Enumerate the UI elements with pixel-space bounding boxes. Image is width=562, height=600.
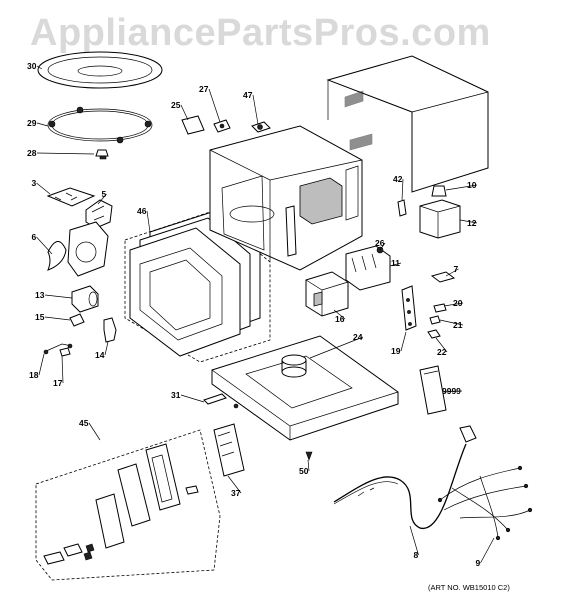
callout-leader-20: [443, 302, 464, 307]
control-panel-kit-drawing: [35, 429, 221, 581]
callout-leader-21: [439, 319, 464, 326]
callout-label-17: 17: [53, 378, 63, 388]
transformer-drawing: [305, 271, 349, 317]
callout-label-8: 8: [414, 550, 419, 560]
callout-label-21: 21: [453, 320, 463, 330]
callout-leader-5: [97, 193, 107, 205]
callout-leader-9999: [443, 390, 463, 393]
callout-label-15: 15: [35, 312, 45, 322]
callout-label-25: 25: [171, 100, 181, 110]
callout-leader-22: [435, 337, 448, 353]
callout-leader-47: [252, 94, 259, 125]
callout-label-19: 19: [391, 346, 401, 356]
base-plate-drawing: [203, 335, 399, 441]
top-small-parts-drawing: [181, 115, 271, 135]
callout-leader-16: [333, 309, 346, 320]
callout-leader-45: [88, 422, 101, 441]
callout-label-26: 26: [375, 238, 385, 248]
callout-label-7: 7: [454, 264, 459, 274]
callout-leader-37: [227, 475, 242, 494]
callout-leader-50: [307, 459, 310, 472]
callout-label-13: 13: [35, 290, 45, 300]
callout-leader-27: [208, 88, 221, 123]
wire-harness-drawing: [437, 465, 533, 541]
callout-leader-11: [389, 262, 402, 267]
callout-leader-3: [36, 182, 51, 195]
callout-leader-6: [36, 236, 53, 255]
callout-leader-10: [445, 184, 478, 191]
callout-label-20: 20: [453, 298, 463, 308]
turntable-tray-drawing: [37, 51, 163, 89]
callout-leader-26: [379, 242, 386, 251]
callout-label-14: 14: [95, 350, 105, 360]
callout-leader-15: [44, 316, 71, 321]
callout-leader-12: [459, 219, 478, 224]
control-board-drawing: [213, 423, 245, 477]
callout-label-9: 9: [476, 558, 481, 568]
callout-label-3: 3: [32, 178, 37, 188]
watermark: AppliancePartsPros.com: [30, 12, 491, 54]
callout-labels: 30 29 28 3 5 6 13 15 18 17 14 46 25 27 47 42 10 12 26 11 7 20…: [27, 61, 495, 568]
coupler-drawing: [95, 149, 109, 160]
callout-label-9999: 9999: [442, 386, 461, 396]
callout-label-46: 46: [137, 206, 147, 216]
left-parts-drawing: [43, 187, 117, 357]
callout-leader-31: [180, 394, 205, 403]
manual-drawing: [419, 365, 447, 415]
callout-label-10: 10: [467, 180, 477, 190]
callout-label-12: 12: [467, 218, 477, 228]
callout-leader-25: [180, 104, 189, 121]
callout-leader-14: [104, 341, 109, 356]
callout-leader-8: [409, 525, 419, 556]
screw-drawing: [305, 451, 313, 461]
right-middle-parts-drawing: [401, 271, 456, 339]
callout-label-5: 5: [102, 189, 107, 199]
callout-label-11: 11: [391, 258, 400, 268]
oven-cavity-drawing: [209, 125, 363, 271]
callout-label-42: 42: [393, 174, 403, 184]
callout-leader-17: [61, 355, 64, 384]
callout-leader-46: [146, 210, 151, 233]
callout-label-27: 27: [199, 84, 209, 94]
callout-leader-19: [400, 331, 407, 352]
callout-label-31: 31: [171, 390, 181, 400]
right-top-parts-drawing: [397, 185, 461, 239]
callout-leader-29: [36, 122, 49, 127]
callout-leader-28: [36, 152, 95, 155]
callout-leader-7: [445, 268, 459, 277]
callout-label-22: 22: [437, 347, 447, 357]
callout-label-18: 18: [29, 370, 39, 380]
callout-leader-9: [480, 537, 495, 564]
callout-leader-18: [38, 353, 45, 376]
door-assembly-drawing: [124, 209, 271, 363]
roller-ring-drawing: [47, 106, 153, 144]
callout-label-24: 24: [353, 332, 363, 342]
callout-leader-24: [309, 336, 364, 359]
power-cord-drawing: [333, 425, 477, 529]
callout-label-45: 45: [79, 418, 89, 428]
callout-label-6: 6: [32, 232, 37, 242]
callout-label-37: 37: [231, 488, 241, 498]
callout-leader-42: [401, 178, 404, 201]
magnetron-drawing: [345, 245, 391, 291]
callout-label-16: 16: [335, 314, 345, 324]
art-number: (ART NO. WB15010 C2): [428, 583, 510, 592]
callout-label-30: 30: [27, 61, 37, 71]
callout-label-50: 50: [299, 466, 309, 476]
callout-label-47: 47: [243, 90, 253, 100]
callout-label-29: 29: [27, 118, 37, 128]
callout-leader-30: [36, 65, 43, 70]
outer-case-drawing: [326, 55, 489, 193]
callout-label-28: 28: [27, 148, 37, 158]
callout-leader-13: [44, 294, 73, 299]
